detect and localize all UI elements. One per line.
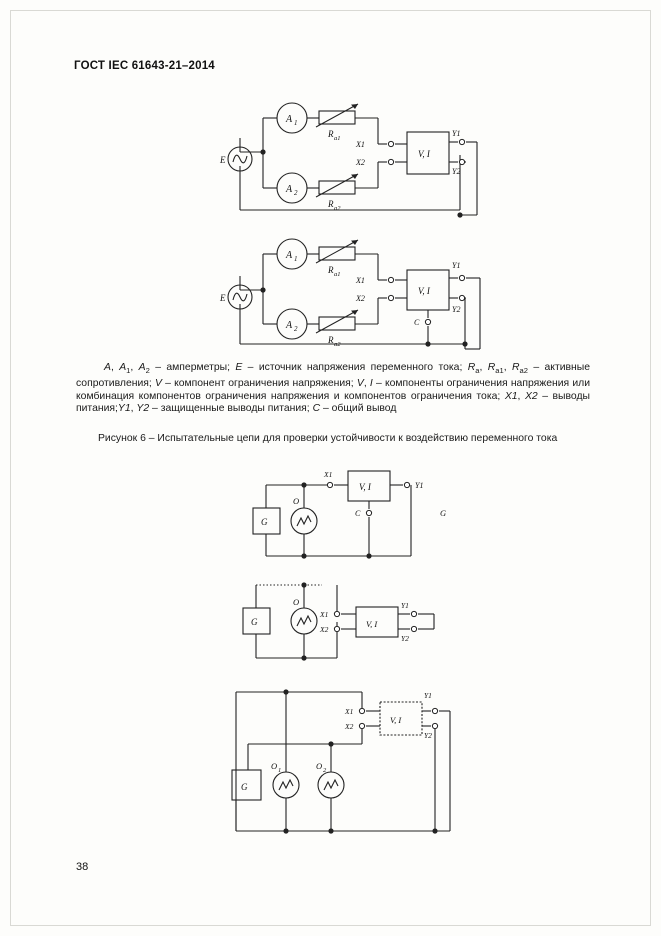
terminal-y2-node [431,722,439,730]
page-number: 38 [76,861,89,873]
ground-note-label-3: G [440,508,446,518]
resistor-a1-sub: a1 [334,135,341,142]
junction-dot [462,341,468,347]
junction-dot [328,741,334,747]
terminal-x1-node [333,610,341,618]
terminal-y1-node [403,481,411,489]
terminal-y1-node [458,138,466,146]
source-label-2: E [219,293,226,303]
resistor-a2-sub: a2 [334,205,341,212]
terminal-x1-label-3: X1 [323,470,332,479]
dut-label-4: V, I [366,619,378,629]
ammeter-1-label: A [285,114,293,125]
generator-label-5: G [241,782,248,792]
junction-dot [301,553,307,559]
resistor-a2-label-2: R [327,335,334,345]
terminal-x1-node [358,707,366,715]
figure-legend: A, A1, A2 – амперметры; E – источник нап… [76,362,591,415]
junction-dot [301,482,307,488]
terminal-x2-label-5: X2 [344,722,354,731]
ammeter-2-label-2: A [285,320,293,331]
oscilloscope-label-4: O [293,597,299,607]
junction-dot [283,689,289,695]
terminal-x2-node [387,158,395,166]
ammeter-2-sub: 2 [294,189,298,197]
circuit-diagram-3: G O X1 V, I Y1 C G [248,466,463,566]
oscilloscope-2-sub-5: 2 [323,767,327,774]
figure-caption: Рисунок 6 – Испытательные цепи для прове… [98,433,558,444]
resistor-a2-label: R [327,199,334,209]
resistor-a1-label: R [327,129,334,139]
ammeter-1-label-2: A [285,250,293,261]
ammeter-1-sub: 1 [294,119,298,127]
circuit-diagram-2: E A 1 A 2 R a1 R a2 X1 X2 V, I Y1 Y2 C [215,232,485,354]
terminal-x1-label-5: X1 [344,707,353,716]
circuit-diagram-5: G O 1 O 2 X1 X2 V, I Y1 Y2 [228,684,458,836]
junction-dot [425,341,431,347]
terminal-x1-label-2: X1 [355,276,365,285]
terminal-x1-label-4: X1 [319,610,328,619]
circuit-diagram-4: G O X1 X2 V, I Y1 Y2 [238,580,453,666]
terminal-y1-node [410,610,418,618]
ammeter-2-sub-2: 2 [294,325,298,333]
terminal-x1-node [387,140,395,148]
junction-dot [260,149,266,155]
terminal-y2-label-4: Y2 [401,634,409,643]
terminal-x1-node [326,481,334,489]
dut-label-5: V, I [390,715,402,725]
generator-label-4: G [251,617,258,627]
terminal-y2-node [458,294,466,302]
generator-label-3: G [261,517,268,527]
terminal-c-label-2: C [414,318,420,327]
terminal-y2-label-1: Y2 [452,167,460,176]
dut-label-2: V, I [418,286,431,296]
terminal-y2-label-2: Y2 [452,305,460,314]
dut-label-3: V, I [359,482,372,492]
terminal-x2-label-1: X2 [355,158,365,167]
junction-dot [432,828,438,834]
terminal-y1-node [458,274,466,282]
terminal-y1-label-1: Y1 [452,129,460,138]
oscilloscope-1-sub-5: 1 [278,767,281,774]
terminal-y1-node [431,707,439,715]
ammeter-2-label: A [285,184,293,195]
terminal-x2-node [358,722,366,730]
terminal-x2-label-2: X2 [355,294,365,303]
terminal-y1-label-2: Y1 [452,261,460,270]
document-header: ГОСТ IEC 61643-21–2014 [74,60,215,72]
terminal-c-node [424,318,432,326]
terminal-c-node [365,509,373,517]
ammeter-1-sub-2: 1 [294,255,298,263]
resistor-a1-sub-2: a1 [334,271,341,278]
terminal-x2-node [333,625,341,633]
junction-dot [457,212,463,218]
junction-dot [301,582,307,588]
dut-label-1: V, I [418,149,431,159]
terminal-y1-label-4: Y1 [401,601,409,610]
resistor-a2-sub-2: a2 [334,341,341,348]
terminal-x2-node [387,294,395,302]
terminal-x2-label-4: X2 [319,625,329,634]
junction-dot [283,828,289,834]
oscilloscope-1-label-5: O [271,761,277,771]
oscilloscope-label-3: O [293,496,299,506]
terminal-y1-label-3: Y1 [415,481,423,490]
source-label-1: E [219,155,226,165]
terminal-y2-node [458,158,466,166]
terminal-x1-node [387,276,395,284]
terminal-y2-node [410,625,418,633]
oscilloscope-2-label-5: O [316,761,322,771]
terminal-x1-label-1: X1 [355,140,365,149]
junction-dot [366,553,372,559]
terminal-y2-label-5: Y2 [424,731,432,740]
circuit-diagram-1: E A 1 A 2 R a1 R a2 X1 X2 V, I Y1 Y2 [215,92,480,222]
junction-dot [328,828,334,834]
terminal-c-label-3: C [355,509,361,518]
junction-dot [260,287,266,293]
resistor-a1-label-2: R [327,265,334,275]
terminal-y1-label-5: Y1 [424,691,432,700]
junction-dot [301,655,307,661]
